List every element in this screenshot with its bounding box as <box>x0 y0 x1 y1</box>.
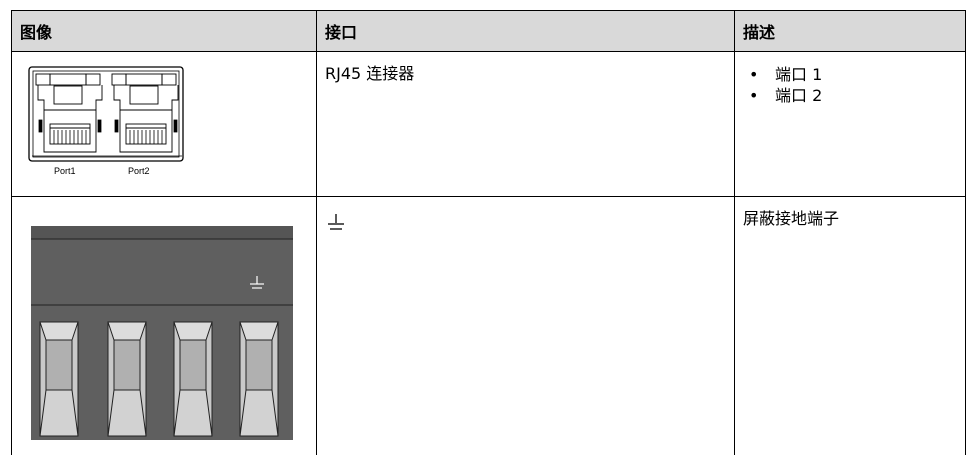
table-row: Port1 Port2 RJ45 连接器 • 端口 1 • 端口 2 <box>11 51 966 197</box>
ground-symbol-icon <box>328 214 344 230</box>
terminal-block-drawing <box>31 226 293 440</box>
terminal-slot <box>239 321 279 437</box>
interface-table: 图像 接口 描述 <box>11 10 966 455</box>
port1-label: Port1 <box>54 166 76 176</box>
header-interface: 接口 <box>316 10 735 52</box>
terminal-slot <box>39 321 79 437</box>
port2-label: Port2 <box>128 166 150 176</box>
rj45-connector-drawing: Port1 Port2 <box>28 66 184 176</box>
table-header-row: 图像 接口 描述 <box>11 10 966 52</box>
image-cell: Port1 Port2 <box>11 51 317 197</box>
bullet-glyph: • <box>749 65 759 84</box>
bullet-glyph: • <box>749 86 759 105</box>
description-cell: 屏蔽接地端子 <box>734 196 966 455</box>
port-1-label: 端口 1 <box>775 65 823 84</box>
terminal-slot <box>173 321 213 437</box>
rj45-connector-image: Port1 Port2 <box>12 52 316 196</box>
terminal-block-image <box>12 197 316 455</box>
ground-symbol-icon <box>250 276 264 289</box>
list-item: • 端口 1 <box>749 64 965 85</box>
port-2-label: 端口 2 <box>775 86 823 105</box>
interface-cell <box>316 196 735 455</box>
table-row: 屏蔽接地端子 <box>11 196 966 455</box>
list-item: • 端口 2 <box>749 85 965 106</box>
image-cell <box>11 196 317 455</box>
header-description: 描述 <box>734 10 966 52</box>
port-list: • 端口 1 • 端口 2 <box>735 52 965 106</box>
shield-ground-label: 屏蔽接地端子 <box>743 209 840 228</box>
interface-cell: RJ45 连接器 <box>316 51 735 197</box>
interface-label: RJ45 连接器 <box>325 64 415 83</box>
terminal-slot <box>107 321 147 437</box>
description-cell: • 端口 1 • 端口 2 <box>734 51 966 197</box>
header-image: 图像 <box>11 10 317 52</box>
